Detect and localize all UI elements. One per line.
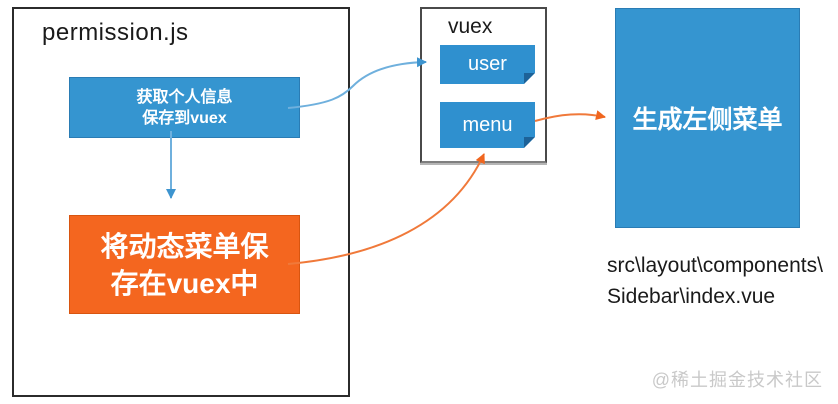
generate-sidebar-label: 生成左侧菜单 bbox=[632, 106, 783, 134]
permission-js-container: permission.js 获取个人信息 保存到vuex 将动态菜单保 存在vu… bbox=[12, 7, 350, 397]
vuex-user-label: user bbox=[468, 53, 507, 75]
sidebar-path-line2: Sidebar\index.vue bbox=[607, 285, 776, 308]
watermark: @稀土掘金技术社区 bbox=[651, 370, 823, 390]
fetch-user-info-node: 获取个人信息 保存到vuex bbox=[69, 77, 300, 138]
vuex-container: vuex user menu bbox=[420, 7, 547, 163]
vuex-menu-node: menu bbox=[440, 102, 535, 148]
vuex-menu-label: menu bbox=[462, 113, 513, 136]
fetch-user-info-line1: 获取个人信息 bbox=[136, 88, 233, 106]
vuex-title: vuex bbox=[448, 15, 493, 38]
save-dynamic-menu-node: 将动态菜单保 存在vuex中 bbox=[69, 215, 300, 314]
vuex-user-node: user bbox=[440, 45, 535, 84]
fetch-user-info-line2: 保存到vuex bbox=[142, 109, 227, 127]
sidebar-path-caption: src\layout\components\ Sidebar\index.vue bbox=[607, 250, 823, 312]
generate-sidebar-node: 生成左侧菜单 bbox=[615, 8, 800, 228]
save-dynamic-menu-line2: 存在vuex中 bbox=[110, 267, 259, 299]
permission-js-title: permission.js bbox=[42, 19, 189, 46]
save-dynamic-menu-line1: 将动态菜单保 bbox=[100, 230, 269, 262]
sidebar-path-line1: src\layout\components\ bbox=[607, 254, 823, 277]
